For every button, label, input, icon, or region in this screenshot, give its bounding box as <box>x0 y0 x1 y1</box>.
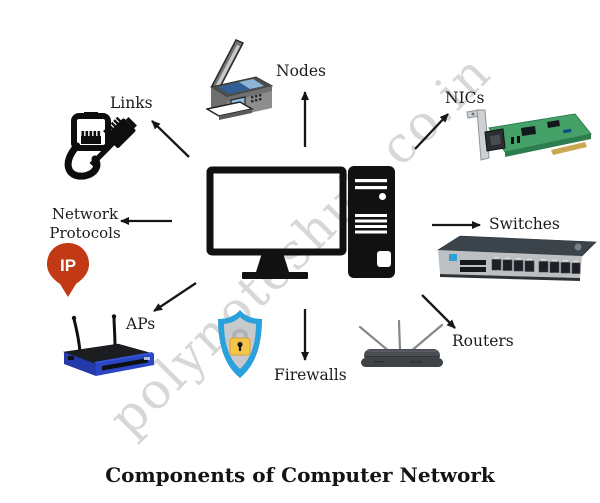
shield-lock-icon <box>218 310 262 378</box>
label-nodes: Nodes <box>276 62 326 80</box>
wireless-router-icon <box>358 319 444 367</box>
arrow-to-nics <box>414 113 449 150</box>
label-switches: Switches <box>489 215 560 233</box>
access-point-icon <box>62 314 155 376</box>
label-nics: NICs <box>445 89 485 107</box>
arrow-to-aps <box>153 282 197 312</box>
printer-icon <box>206 39 274 120</box>
label-links: Links <box>110 94 153 112</box>
label-firewalls: Firewalls <box>274 366 347 384</box>
switch-icon <box>437 235 597 281</box>
ip-pin-icon: IP <box>47 243 89 297</box>
computer-icon <box>206 166 395 279</box>
label-aps: APs <box>126 315 156 333</box>
network-card-icon <box>466 109 592 161</box>
label-network-protocols: Network Protocols <box>49 205 121 242</box>
diagram-title: Components of Computer Network <box>105 463 495 487</box>
arrow-to-routers <box>421 294 456 329</box>
ip-badge-text: IP <box>60 256 76 275</box>
arrow-to-links <box>151 120 190 158</box>
ethernet-cable-icon <box>64 112 137 180</box>
label-routers: Routers <box>452 332 514 350</box>
